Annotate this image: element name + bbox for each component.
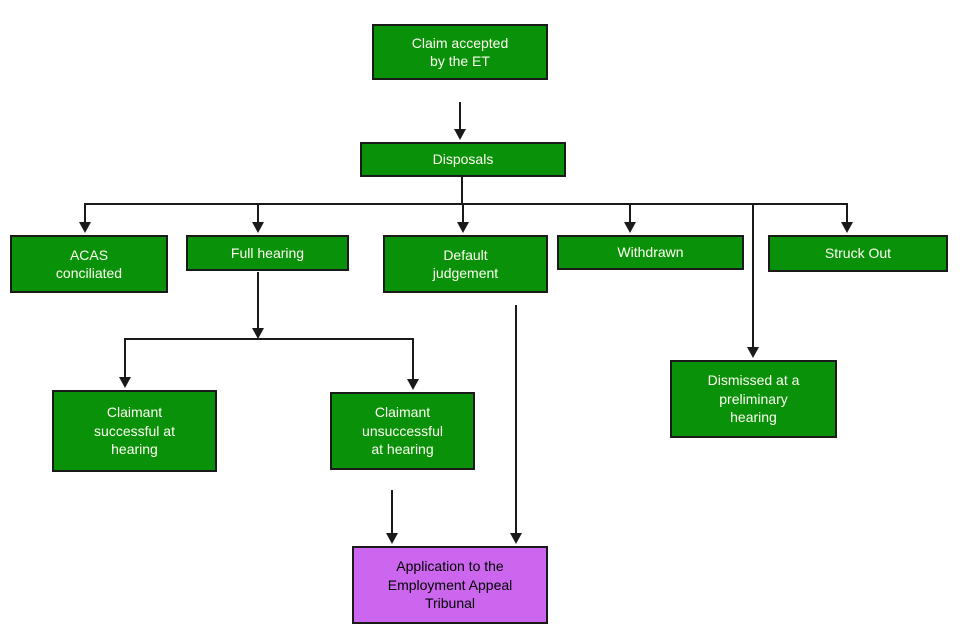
edge-to-acas-line [84,204,86,224]
arrowhead-down-icon [252,222,264,233]
node-claim-accepted: Claim accepted by the ET [372,24,548,80]
arrowhead-down-icon [510,533,522,544]
arrowhead-down-icon [386,533,398,544]
edge-default-appeal-line [515,305,517,534]
node-struck-out: Struck Out [768,235,948,272]
node-dismissed-preliminary: Dismissed at a preliminary hearing [670,360,837,438]
arrowhead-down-icon [624,222,636,233]
arrowhead-down-icon [119,377,131,388]
edge-to-default-judgement-line [462,204,464,224]
edge-to-full-hearing-line [257,204,259,224]
node-claimant-unsuccessful: Claimant unsuccessful at hearing [330,392,475,470]
arrowhead-down-icon [454,129,466,140]
node-acas-conciliated: ACAS conciliated [10,235,168,293]
arrowhead-down-icon [407,379,419,390]
edge-to-claimant-unsuccessful-line [412,340,414,380]
edge-unsuccessful-appeal-line [391,490,393,534]
node-full-hearing: Full hearing [186,235,349,271]
edge-distribution-line [84,203,848,205]
edge-to-struck-out-line [846,204,848,224]
arrowhead-down-icon [79,222,91,233]
edge-claim-disposals-line [459,102,461,130]
node-appeal-tribunal: Application to the Employment Appeal Tri… [352,546,548,624]
node-withdrawn: Withdrawn [557,235,744,270]
node-claimant-successful: Claimant successful at hearing [52,390,217,472]
edge-to-withdrawn-line [629,204,631,224]
node-disposals: Disposals [360,142,566,177]
edge-splitter-line [124,338,414,340]
edge-full-hearing-splitter-line [257,272,259,329]
arrowhead-down-icon [457,222,469,233]
edge-to-claimant-successful-line [124,340,126,378]
edge-disposals-stub-line [461,176,463,204]
node-default-judgement: Default judgement [383,235,548,293]
arrowhead-down-icon [252,328,264,339]
edge-to-dismissed-line [752,204,754,348]
arrowhead-down-icon [841,222,853,233]
arrowhead-down-icon [747,347,759,358]
